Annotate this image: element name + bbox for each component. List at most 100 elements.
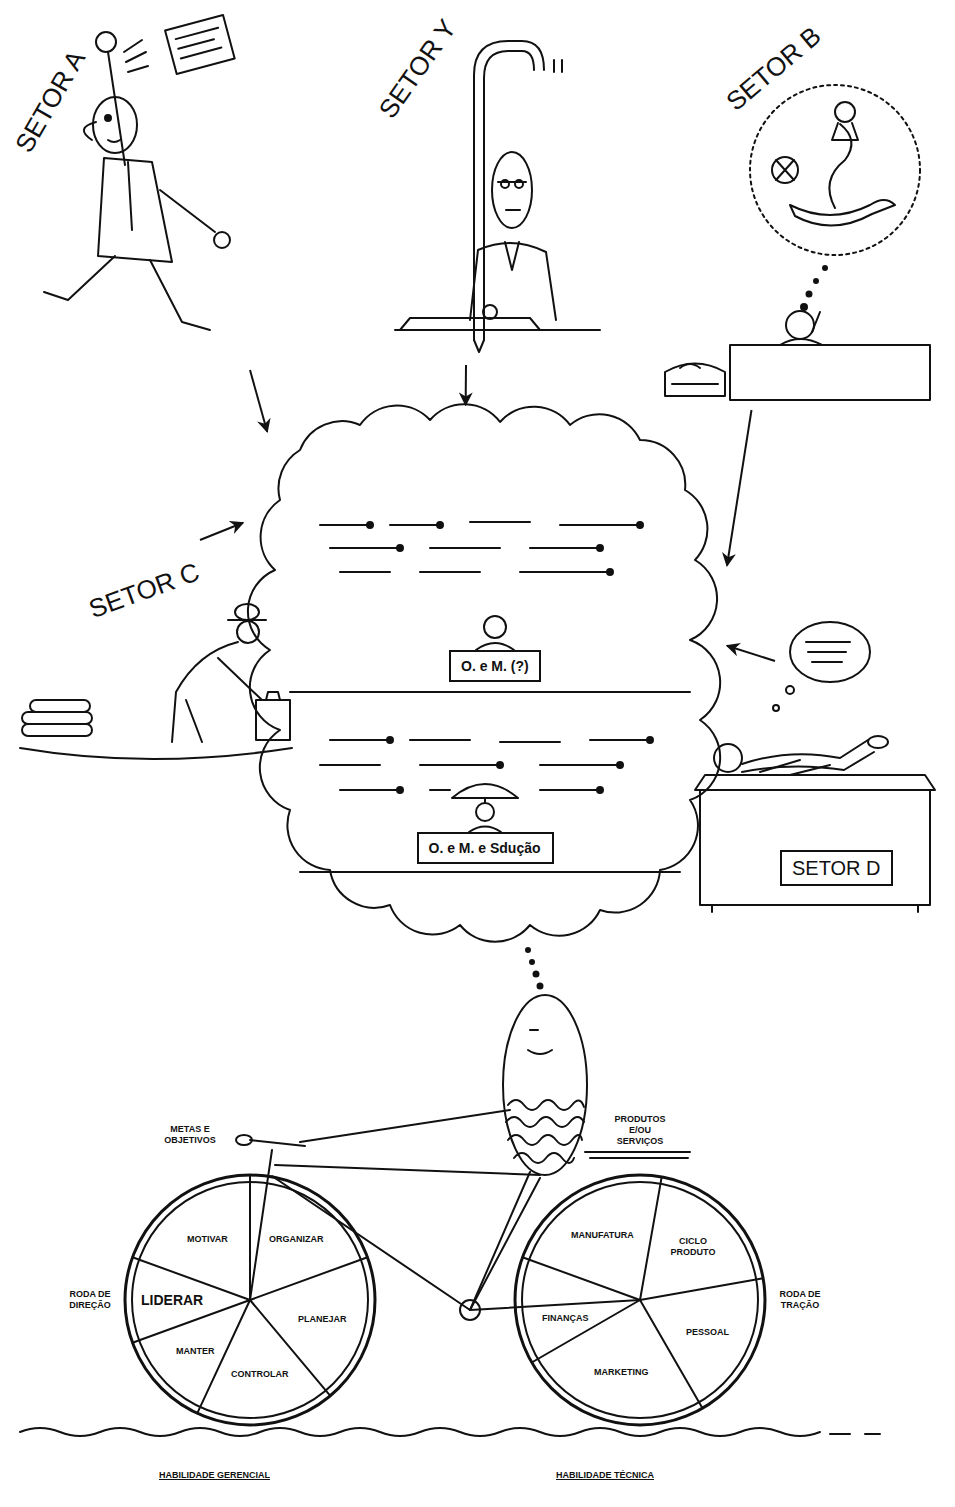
sector-area: SETOR B — [650, 15, 940, 410]
thought-cloud-part — [607, 569, 613, 575]
wheel-label: MANTER — [175, 1346, 216, 1357]
dreaming-man-part — [807, 292, 812, 297]
running-man-part — [84, 122, 96, 140]
bending-worker-part — [22, 724, 92, 736]
sector-heading: SETOR C — [85, 557, 203, 625]
wheel-label: LIDERAR — [140, 1292, 204, 1308]
thought-cloud-part — [497, 762, 503, 768]
bending-worker-part — [22, 712, 92, 724]
dreaming-man-part — [823, 266, 827, 270]
flow-arrow — [200, 523, 243, 540]
thought-cloud-part — [637, 522, 643, 528]
bending-worker-part — [218, 658, 262, 700]
running-man-part-part — [165, 15, 235, 74]
wheel-label: MARKETING — [593, 1367, 650, 1378]
wheel-label: PLANEJAR — [297, 1314, 348, 1325]
bicycle-rider-part — [470, 1172, 530, 1310]
desk-box: O. e M. (?) — [449, 650, 541, 682]
reclining-man-part — [695, 775, 935, 790]
sector-heading: SETOR A — [9, 45, 91, 157]
sector-area: SETOR Y — [370, 5, 610, 365]
reclining-man-part — [742, 740, 874, 772]
thought-cloud-part — [597, 545, 603, 551]
writing-man-part — [515, 180, 523, 188]
bending-worker-part — [30, 700, 90, 712]
running-man-part — [108, 52, 125, 165]
bicycle-rider-part — [503, 995, 587, 1175]
dreaming-man-part — [786, 311, 814, 339]
writing-man-part — [474, 340, 484, 352]
bicycle-rider-part — [250, 1150, 272, 1300]
wheel-label: ORGANIZAR — [268, 1234, 325, 1245]
bicycle-rider-part — [538, 984, 543, 989]
writing-man-part — [492, 152, 532, 228]
desk-box: O. e M. e Sdução — [417, 832, 554, 864]
reclining-man-part — [773, 705, 779, 711]
flow-arrow — [727, 410, 752, 566]
wheel-label: FINANÇAS — [541, 1313, 590, 1324]
writing-man-part — [400, 318, 540, 330]
thought-cloud-part — [484, 616, 506, 638]
writing-man-part — [483, 305, 497, 319]
wheel-label: RODA DE DIREÇÃO — [63, 1289, 117, 1311]
thought-cloud-part — [397, 545, 403, 551]
running-man-part — [105, 115, 111, 121]
bicycle-rider-part — [272, 1165, 640, 1310]
running-man-part — [93, 97, 137, 153]
thought-cloud-area: O. e M. (?) O. e M. e Sdução — [243, 405, 727, 940]
flow-arrow — [465, 365, 467, 405]
thought-cloud-part — [300, 871, 680, 873]
running-man-part — [128, 162, 132, 230]
dreaming-man-part — [750, 85, 920, 255]
bending-worker-part — [237, 621, 259, 643]
reclining-man-part — [868, 736, 888, 748]
dreaming-man-part — [790, 200, 895, 226]
bicycle-rider-part — [20, 1428, 820, 1436]
reclining-man-part — [806, 642, 850, 662]
sector-heading: SETOR Y — [373, 14, 463, 124]
thought-cloud-part — [320, 522, 640, 572]
reclining-man-part — [714, 744, 742, 772]
sector-heading: SETOR B — [720, 20, 826, 116]
thought-cloud-part — [290, 691, 690, 693]
reclining-man-part — [786, 686, 794, 694]
running-man-part-part — [176, 28, 224, 59]
wheel-label: MOTIVAR — [186, 1234, 229, 1245]
dreaming-man-part — [776, 160, 794, 180]
flow-arrow — [250, 370, 267, 432]
dreaming-man-part — [801, 304, 807, 310]
reclining-man — [695, 622, 935, 912]
running-man-part — [160, 190, 215, 232]
thought-cloud — [248, 404, 720, 941]
flow-arrow — [727, 646, 775, 661]
desk-label: O. e M. (?) — [461, 657, 529, 675]
dreaming-man-part — [832, 123, 858, 140]
bicycle-rider-part — [528, 1030, 552, 1054]
thought-cloud-part — [452, 784, 518, 798]
thought-cloud-part — [476, 803, 494, 821]
writing-man-part — [505, 242, 519, 270]
thought-cloud-part — [597, 787, 603, 793]
bicycle-rider-part — [534, 972, 539, 977]
bicycle-rider-part — [300, 1110, 510, 1142]
bending-worker — [20, 604, 292, 759]
bicycle-rider-part — [506, 1100, 584, 1163]
wheel-label: CICLO PRODUTO — [667, 1236, 719, 1258]
running-man-part — [214, 232, 230, 248]
writing-man-part — [470, 243, 556, 320]
bicycle-rider-part — [236, 1135, 252, 1145]
wheel-label: CONTROLAR — [230, 1369, 290, 1380]
running-man-part — [96, 32, 116, 52]
desk-sign: SETOR D — [780, 850, 893, 886]
bicycle-rider-part — [523, 1177, 764, 1408]
bicycle-rider-part — [530, 960, 534, 964]
wheel-label: RODA DE TRAÇÃO — [773, 1289, 827, 1311]
running-man-part — [44, 256, 210, 330]
dreaming-man-part — [672, 364, 718, 384]
reclining-man-part — [760, 760, 830, 775]
sector-area: SETOR C — [10, 540, 200, 765]
writing-man-part — [501, 180, 509, 188]
writing-man — [395, 41, 600, 352]
writing-man-part — [554, 60, 562, 72]
